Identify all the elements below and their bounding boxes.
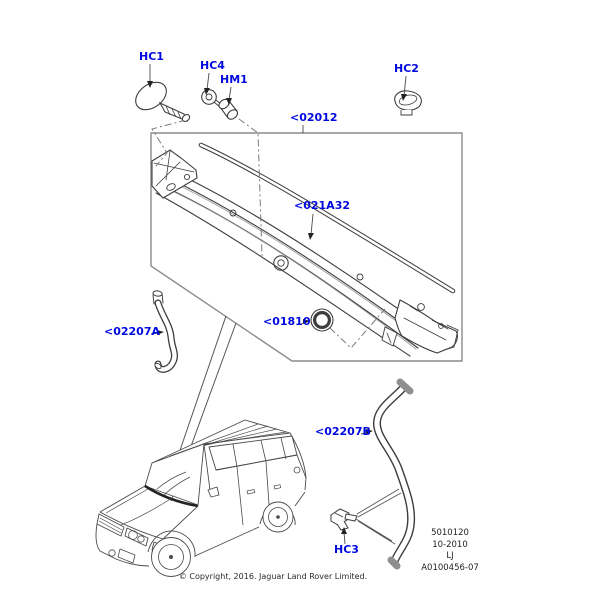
seal-strip-illustration (198, 142, 456, 294)
figure-number: 5010120 (431, 528, 469, 538)
locator-dash-lines (151, 118, 386, 349)
clip-location-lines (355, 488, 402, 545)
callout-hose-a[interactable]: <02207A (104, 325, 160, 338)
date-code: 10-2010 (432, 539, 468, 550)
drawing-number: A0100456-07 (421, 562, 479, 573)
callout-grommet[interactable]: <01810 (263, 315, 311, 328)
washer-jet-illustration (135, 81, 191, 123)
clip-hc2-illustration (394, 90, 422, 116)
callout-hc1[interactable]: HC1 (139, 50, 164, 63)
callout-assembly[interactable]: <02012 (290, 111, 338, 124)
leader-arrowheads (147, 81, 407, 534)
clip-hc3-illustration (330, 508, 358, 531)
hose-b-illustration (373, 378, 416, 570)
cowl-panel-illustration (151, 149, 459, 357)
callout-seal-strip[interactable]: <021A32 (294, 199, 350, 212)
figure-reference-block: 5010120 10-2010 LJ A0100456-07 (400, 528, 500, 574)
callout-hc2[interactable]: HC2 (394, 62, 419, 75)
nut-hm1-illustration (218, 98, 239, 120)
callout-hm1[interactable]: HM1 (220, 73, 248, 86)
callout-hc3[interactable]: HC3 (334, 543, 359, 556)
hose-a-illustration (152, 290, 179, 373)
model-code: LJ (446, 551, 454, 562)
vehicle-illustration (95, 419, 307, 577)
callout-hc4[interactable]: HC4 (200, 59, 225, 72)
detail-box (150, 132, 463, 362)
callout-hose-b[interactable]: <02207B (315, 425, 371, 438)
grommet-illustration (310, 308, 334, 332)
copyright-notice: © Copyright, 2016. Jaguar Land Rover Lim… (178, 572, 368, 581)
